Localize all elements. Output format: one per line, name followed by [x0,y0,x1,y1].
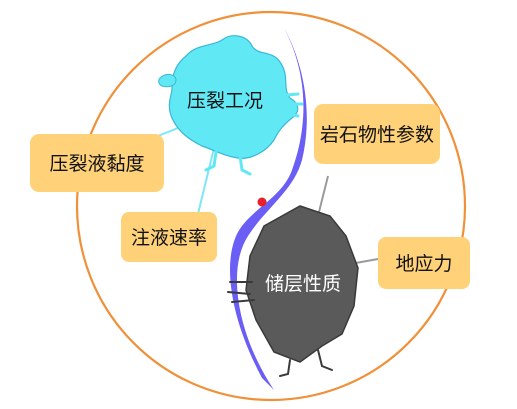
fracture-band [230,28,307,390]
factor-viscosity-label: 压裂液黏度 [49,153,144,175]
fracturing-node[interactable]: 压裂工况 [158,35,304,176]
marker-dot [257,197,267,207]
fracturing-legs [204,150,252,176]
link-injection-rate [195,139,217,223]
reservoir-node[interactable]: 储层性质 [227,205,359,377]
factor-injection-rate-box [121,212,217,262]
reservoir-rock [245,205,359,363]
reservoir-arm [227,281,255,303]
fracturing-droplet [158,73,177,88]
factor-in-situ-stress[interactable]: 地应力 [378,237,470,289]
factor-rock-params[interactable]: 岩石物性参数 [314,104,440,164]
reservoir-label: 储层性质 [265,273,341,295]
fracturing-label: 压裂工况 [187,90,263,112]
factor-injection-rate[interactable]: 注液速率 [121,212,217,262]
factor-in-situ-stress-box [378,237,470,289]
factor-in-situ-stress-label: 地应力 [395,253,452,275]
reservoir-legs [279,349,333,377]
factor-rock-params-label: 岩石物性参数 [320,124,434,146]
fracturing-blob [168,35,299,159]
outer-circle [75,10,467,402]
factor-viscosity[interactable]: 压裂液黏度 [30,134,164,192]
fracturing-hand [274,92,304,118]
factor-viscosity-box [30,134,164,192]
factor-injection-rate-label: 注液速率 [131,227,207,249]
factor-rock-params-box [314,104,440,164]
